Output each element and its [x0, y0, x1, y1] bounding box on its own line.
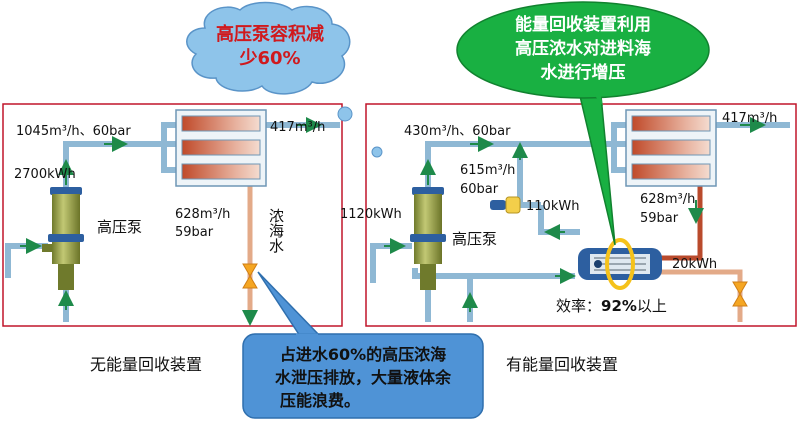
right-flow-in-label: 430m³/h、60bar: [404, 124, 511, 139]
left-brine-vertical-label: 浓海水: [267, 208, 285, 253]
left-caption: 无能量回收装置: [90, 355, 202, 374]
right-pump-label: 高压泵: [452, 230, 497, 248]
left-permeate-label: 417m³/h: [270, 120, 325, 135]
blue-callout-line-3: 压能浪费。: [280, 391, 360, 410]
cloud-bubble-large: [337, 106, 353, 122]
left-panel-border: [2, 103, 343, 327]
green-callout: 能量回收装置利用 高压浓水对进料海 水进行增压: [456, 1, 710, 246]
right-brine-flow-label: 628m³/h: [640, 192, 695, 207]
left-flow-in-label: 1045m³/h、60bar: [16, 124, 131, 139]
efficiency-suffix: 以上: [637, 297, 667, 315]
green-callout-line-3: 水进行增压: [541, 62, 626, 83]
right-bypass-pressure-label: 60bar: [460, 182, 499, 197]
pressure-exchanger-icon: [578, 238, 662, 290]
efficiency-prefix: 效率：: [556, 297, 601, 315]
green-callout-line-1: 能量回收装置利用: [515, 14, 651, 35]
right-panel: 430m³/h、60bar 417m³/h 1120kWh 高压泵 615m³/…: [340, 103, 797, 327]
left-pump-label: 高压泵: [97, 218, 142, 236]
left-power-label: 2700kWh: [14, 167, 76, 182]
right-permeate-label: 417m³/h: [722, 111, 777, 126]
right-erd-power-label: 20kWh: [672, 257, 717, 272]
left-brine-flow-label: 628m³/h: [175, 207, 230, 222]
efficiency-label: 效率：92%以上: [556, 297, 667, 315]
cloud-bubble-small: [371, 146, 383, 158]
blue-callout-line-2: 水泄压排放，大量液体余: [275, 368, 452, 387]
membrane-vessel-icon: [625, 109, 717, 187]
pump-icon: [410, 187, 446, 290]
flow-arrow-icon: [20, 117, 322, 310]
right-caption: 有能量回收装置: [506, 355, 618, 374]
right-booster-power-label: 110kWh: [526, 199, 579, 214]
left-brine-pressure-label: 59bar: [175, 225, 214, 240]
cloud-callout: 高压泵容积减 少60%: [186, 1, 383, 158]
flow-arrow-icon: [384, 117, 766, 312]
right-bypass-flow-label: 615m³/h: [460, 163, 515, 178]
left-panel: 1045m³/h、60bar 2700kWh 417m³/h 高压泵 628m³…: [2, 103, 343, 327]
cloud-line-2: 少60%: [238, 48, 300, 69]
left-brine-valve-icon: [242, 263, 258, 289]
booster-pump-icon: [490, 196, 521, 214]
right-panel-border: [365, 103, 797, 327]
cloud-line-1: 高压泵容积减: [216, 23, 324, 45]
green-callout-line-2: 高压浓水对进料海: [515, 38, 651, 59]
right-brine-pressure-label: 59bar: [640, 211, 679, 226]
efficiency-value: 92%: [601, 297, 637, 315]
pump-icon: [42, 187, 84, 290]
membrane-vessel-icon: [175, 109, 267, 187]
blue-callout-line-1: 占进水60%的高压浓海: [280, 345, 446, 364]
blue-callout: 占进水60%的高压浓海 水泄压排放，大量液体余 压能浪费。: [242, 271, 484, 419]
right-brine-valve-icon: [732, 281, 748, 307]
right-pump-power-label: 1120kWh: [340, 207, 402, 222]
